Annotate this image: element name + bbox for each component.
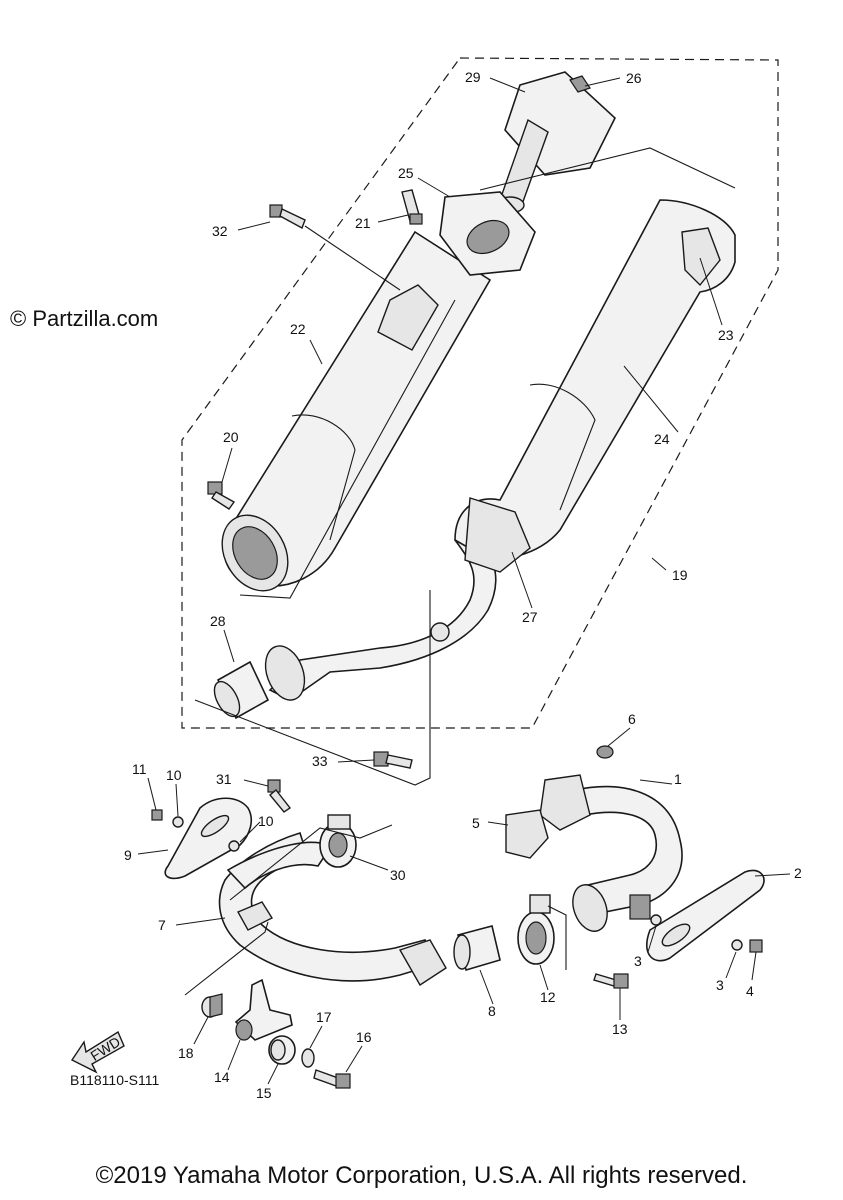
callout-9: 9 xyxy=(124,847,132,863)
damper-15 xyxy=(268,1035,296,1065)
callout-20: 20 xyxy=(223,429,239,445)
callout-7: 7 xyxy=(158,917,166,933)
callout-6: 6 xyxy=(628,711,636,727)
callout-22: 22 xyxy=(290,321,306,337)
callout-5: 5 xyxy=(472,815,480,831)
collar-18 xyxy=(201,993,223,1018)
callout-27: 27 xyxy=(522,609,538,625)
callout-16: 16 xyxy=(356,1029,372,1045)
leader-lines xyxy=(137,77,791,1085)
exhaust-pipe-1 xyxy=(539,774,683,932)
callout-21: 21 xyxy=(355,215,371,231)
washer-10a xyxy=(172,816,184,828)
callout-10a: 10 xyxy=(166,767,182,783)
ref-line-32-bracket xyxy=(304,225,401,291)
callout-23: 23 xyxy=(718,327,734,343)
header-link-pipe xyxy=(264,497,531,701)
bolt-11 xyxy=(151,809,163,821)
callout-29: 29 xyxy=(465,69,481,85)
callout-33: 33 xyxy=(312,753,328,769)
bolt-33 xyxy=(373,751,413,769)
bolt-20 xyxy=(207,481,236,510)
callout-30: 30 xyxy=(390,867,406,883)
ref-line-7-to-30 xyxy=(229,824,393,901)
callout-18: 18 xyxy=(178,1045,194,1061)
watermark: © Partzilla.com xyxy=(10,306,159,331)
callout-1: 1 xyxy=(674,771,682,787)
clamp-12 xyxy=(517,894,555,965)
washer-10b xyxy=(228,840,240,852)
callout-17: 17 xyxy=(316,1009,332,1025)
callout-26: 26 xyxy=(626,70,642,86)
bracket-14 xyxy=(234,978,293,1041)
ref-line-12-13 xyxy=(547,905,567,970)
bolt-21 xyxy=(401,189,423,225)
ref-line-14-to-7 xyxy=(184,921,269,996)
ref-line-22-boundary xyxy=(239,299,456,599)
washer-3b xyxy=(731,939,743,951)
washer-17 xyxy=(301,1048,315,1068)
ref-line-28-to-pipe xyxy=(194,590,431,786)
drawing-code: B118110-S111 xyxy=(70,1072,160,1088)
callout-3b: 3 xyxy=(716,977,724,993)
gasket-25 xyxy=(439,191,536,276)
clamp-30 xyxy=(319,814,357,868)
callout-11: 11 xyxy=(132,761,147,777)
sleeve-28 xyxy=(213,660,270,720)
ref-line-24-boundary xyxy=(479,147,736,191)
callout-14: 14 xyxy=(214,1069,230,1085)
bolt-31 xyxy=(267,779,292,813)
gasket-5 xyxy=(505,809,549,859)
bolt-16 xyxy=(313,1069,351,1089)
muffler-cover-24 xyxy=(454,199,736,560)
callout-32: 32 xyxy=(212,223,228,239)
bolt-4 xyxy=(749,939,763,953)
end-cap-29 xyxy=(495,71,616,214)
callout-numbers: 29 26 25 21 32 22 23 24 20 27 19 28 33 6… xyxy=(124,69,802,1101)
callout-8: 8 xyxy=(488,1003,496,1019)
callout-3a: 3 xyxy=(634,953,642,969)
callout-25: 25 xyxy=(398,165,414,181)
bolt-32 xyxy=(269,204,306,230)
nut-6 xyxy=(596,745,614,759)
muffler-body-22 xyxy=(221,230,492,592)
sleeve-8 xyxy=(453,925,501,972)
fwd-arrow-icon: FWD xyxy=(70,1030,125,1074)
callout-31: 31 xyxy=(216,771,232,787)
callout-12: 12 xyxy=(540,989,556,1005)
muffler-assembly-boundary xyxy=(181,57,779,729)
protector-2 xyxy=(645,869,765,962)
bolt-13 xyxy=(593,973,629,989)
copyright-notice: ©2019 Yamaha Motor Corporation, U.S.A. A… xyxy=(95,1162,748,1189)
washer-3a xyxy=(650,914,662,926)
callout-10b: 10 xyxy=(258,813,274,829)
callout-24: 24 xyxy=(654,431,670,447)
callout-13: 13 xyxy=(612,1021,628,1037)
callout-19: 19 xyxy=(672,567,688,583)
callout-15: 15 xyxy=(256,1085,272,1101)
callout-28: 28 xyxy=(210,613,226,629)
callout-2: 2 xyxy=(794,865,802,881)
protector-9 xyxy=(164,797,252,880)
callout-4: 4 xyxy=(746,983,754,999)
